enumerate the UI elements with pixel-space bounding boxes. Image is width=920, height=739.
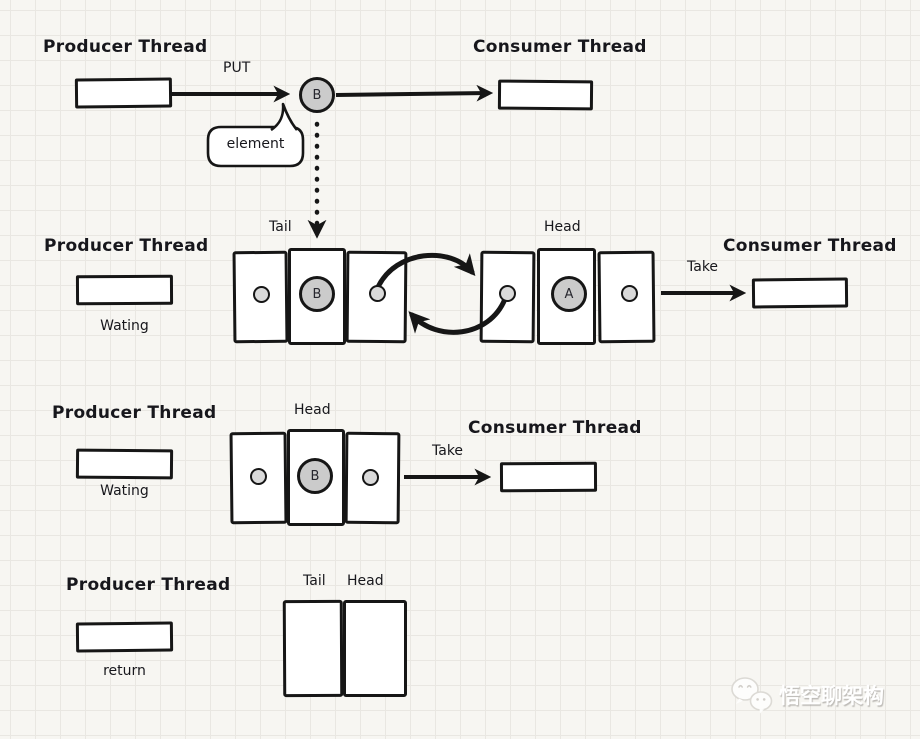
wechat-bubbles-icon (731, 677, 773, 714)
step2-head-queue-dot-2 (621, 285, 638, 302)
step2-head-queue-dot-1 (499, 285, 516, 302)
step3-queue-dot-2 (362, 469, 379, 486)
step3-queue-cell-2 (287, 429, 345, 526)
step3-node-b: B (297, 458, 333, 494)
step2-producer-box (75, 274, 174, 306)
step4-producer-status: return (103, 663, 146, 679)
step2-consumer-box (751, 277, 849, 309)
step2-tail-queue-dot-1 (253, 286, 270, 303)
step2-tail-label: Tail (269, 219, 292, 235)
step4-head-label: Head (347, 573, 384, 589)
step2-take-label: Take (687, 259, 719, 275)
step3-take-label: Take (432, 443, 464, 459)
watermark-text: 悟空聊架构 (779, 684, 884, 708)
step2-node-b-label: B (312, 286, 322, 302)
step1-element-bubble-text: element (226, 136, 285, 152)
step3-producer-title: Producer Thread (52, 403, 217, 423)
step2-producer-status: Wating (100, 318, 149, 334)
step2-producer-title: Producer Thread (44, 236, 209, 256)
step3-node-b-label: B (310, 468, 320, 484)
step3-head-label: Head (294, 402, 331, 418)
step4-producer-title: Producer Thread (66, 575, 231, 595)
step3-consumer-title: Consumer Thread (468, 418, 642, 438)
step2-node-a: A (551, 276, 587, 312)
step2-tail-queue-dot-2 (369, 285, 386, 302)
step1-put-label: PUT (223, 60, 251, 76)
step2-head-label: Head (544, 219, 581, 235)
step3-queue-dot-1 (250, 468, 267, 485)
step4-tail-label: Tail (303, 573, 326, 589)
step1-node-b-label: B (312, 87, 322, 103)
step4-producer-box (75, 621, 174, 653)
step3-consumer-box (499, 461, 598, 493)
element-bubble-tail (270, 102, 299, 132)
step2-consumer-title: Consumer Thread (723, 236, 897, 256)
step1-element-node-b: B (299, 77, 335, 113)
step1-consumer-box (497, 79, 594, 111)
step3-producer-box (75, 448, 174, 480)
step3-producer-status: Wating (100, 483, 149, 499)
watermark: 悟空聊架构 (730, 676, 884, 714)
step4-empty-queue-cell-2 (343, 600, 407, 697)
step4-empty-queue-cell-1 (282, 599, 344, 698)
step2-node-a-label: A (564, 286, 574, 302)
step1-consumer-title: Consumer Thread (473, 37, 647, 57)
step1-producer-box (74, 77, 173, 109)
step1-producer-title: Producer Thread (43, 37, 208, 57)
step2-node-b: B (299, 276, 335, 312)
put-to-consumer-arrow (335, 84, 494, 102)
